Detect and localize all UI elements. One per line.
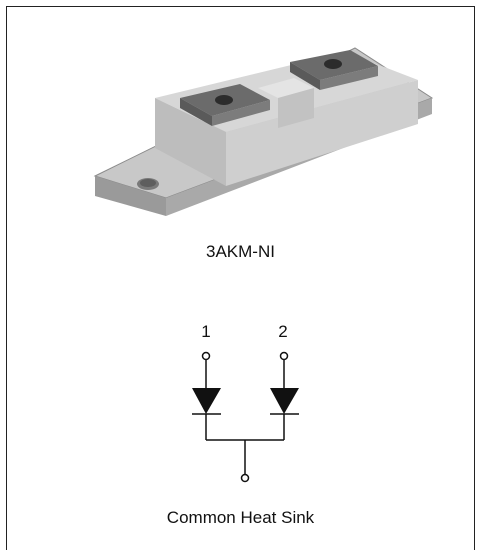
module-body-side [226,80,418,186]
diode-2-symbol [270,388,299,414]
common-heat-sink-label: Common Heat Sink [166,508,315,527]
module-package-illustration [93,47,434,216]
package-name: 3AKM-NI [206,242,275,261]
pin-2-terminal [279,351,289,361]
diagram-frame [6,6,475,550]
pin-2-label: 2 [278,322,288,341]
module-body-front [155,98,226,186]
pin-1-label: 1 [201,322,211,341]
diode-1-symbol [192,388,221,414]
base-plate-front [95,176,166,216]
pin-1-terminal [201,351,211,361]
terminal-2-screw [324,59,342,69]
common-terminal [240,473,250,483]
terminal-1-screw [215,95,233,105]
